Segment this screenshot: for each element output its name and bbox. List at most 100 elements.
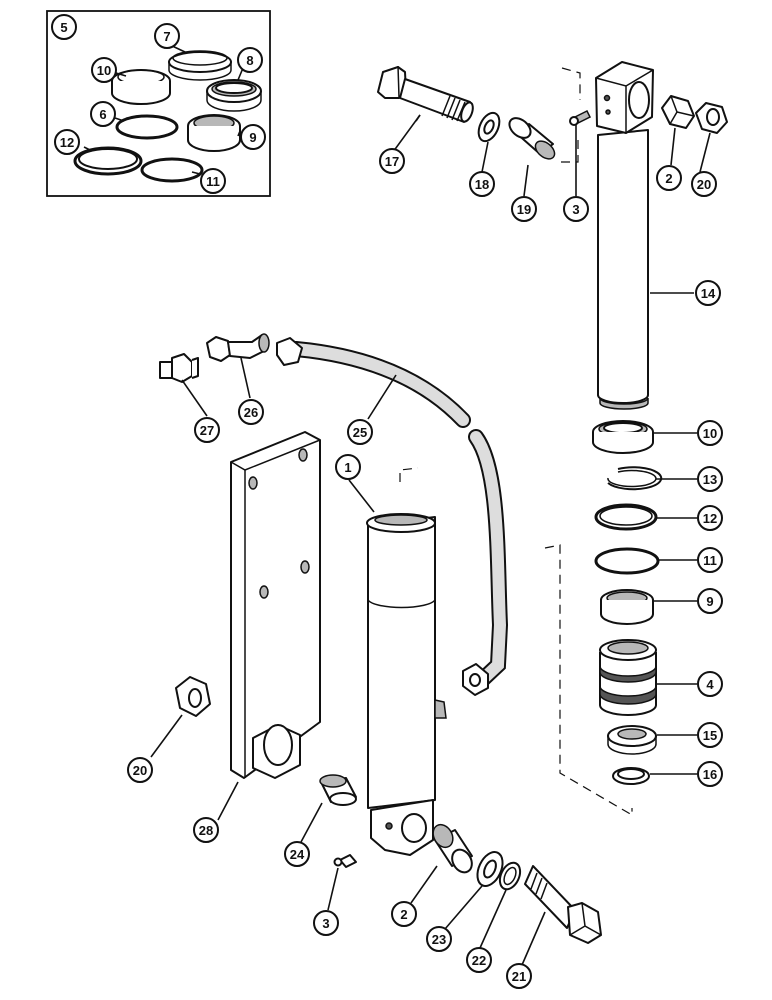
callout-11: 11 bbox=[697, 547, 723, 573]
callout-8: 8 bbox=[237, 47, 263, 73]
snap-ring-13 bbox=[607, 466, 663, 491]
svg-text:10: 10 bbox=[97, 63, 111, 78]
svg-text:20: 20 bbox=[133, 763, 147, 778]
callout-15: 15 bbox=[697, 722, 723, 748]
bushing-2-bottom bbox=[432, 823, 473, 874]
svg-text:2: 2 bbox=[400, 907, 407, 922]
washer-18 bbox=[477, 111, 501, 143]
bolt-17 bbox=[377, 65, 474, 123]
callout-2-bottom: 2 bbox=[391, 901, 417, 927]
washer-23 bbox=[476, 851, 504, 887]
callout-5: 5 bbox=[51, 14, 77, 40]
callout-12-inset: 12 bbox=[54, 129, 80, 155]
svg-text:26: 26 bbox=[244, 405, 258, 420]
callout-19: 19 bbox=[511, 196, 537, 222]
svg-text:3: 3 bbox=[572, 202, 579, 217]
callout-20-lower: 20 bbox=[127, 757, 153, 783]
svg-text:24: 24 bbox=[290, 847, 305, 862]
callout-9: 9 bbox=[697, 588, 723, 614]
svg-text:7: 7 bbox=[163, 29, 170, 44]
callout-9-inset: 9 bbox=[240, 124, 266, 150]
callout-28: 28 bbox=[193, 817, 219, 843]
svg-text:6: 6 bbox=[99, 107, 106, 122]
bushing-24 bbox=[319, 774, 357, 806]
svg-text:19: 19 bbox=[517, 202, 531, 217]
callout-6: 6 bbox=[90, 101, 116, 127]
adapter-27 bbox=[159, 353, 199, 383]
fitting-2-top bbox=[661, 95, 695, 129]
grease-fitting-3-top bbox=[569, 109, 592, 126]
callout-10: 10 bbox=[697, 420, 723, 446]
svg-text:18: 18 bbox=[475, 177, 489, 192]
piston-4 bbox=[599, 639, 657, 716]
callout-24: 24 bbox=[284, 841, 310, 867]
callout-7: 7 bbox=[154, 23, 180, 49]
callout-10-inset: 10 bbox=[91, 57, 117, 83]
assembly-line-top bbox=[560, 67, 581, 163]
callout-22: 22 bbox=[466, 947, 492, 973]
nut-20-lower bbox=[175, 676, 211, 717]
svg-text:12: 12 bbox=[703, 511, 717, 526]
bushing-19 bbox=[508, 117, 556, 160]
washer-15 bbox=[607, 725, 657, 755]
o-ring-12 bbox=[594, 503, 658, 531]
svg-text:12: 12 bbox=[60, 135, 74, 150]
svg-text:21: 21 bbox=[512, 969, 526, 984]
svg-text:2: 2 bbox=[665, 171, 672, 186]
callout-2-top: 2 bbox=[656, 165, 682, 191]
callout-18: 18 bbox=[469, 171, 495, 197]
hose-25 bbox=[276, 337, 509, 696]
gland-10 bbox=[592, 420, 654, 454]
svg-text:11: 11 bbox=[206, 174, 220, 189]
piston-rod-14 bbox=[595, 61, 654, 410]
svg-text:4: 4 bbox=[706, 677, 714, 692]
bolt-21 bbox=[524, 865, 602, 944]
assembly-line-main bbox=[399, 467, 633, 817]
callout-17: 17 bbox=[379, 148, 405, 174]
grease-fitting-3-bottom bbox=[333, 854, 357, 868]
svg-text:11: 11 bbox=[703, 553, 717, 568]
svg-text:9: 9 bbox=[706, 594, 713, 609]
svg-text:5: 5 bbox=[60, 20, 67, 35]
svg-text:3: 3 bbox=[322, 916, 329, 931]
callout-25: 25 bbox=[347, 419, 373, 445]
callout-11-inset: 11 bbox=[200, 168, 226, 194]
nut-16 bbox=[612, 767, 650, 785]
elbow-26 bbox=[206, 333, 270, 362]
cylinder-barrel-1 bbox=[366, 513, 447, 856]
svg-text:28: 28 bbox=[199, 823, 213, 838]
svg-text:14: 14 bbox=[701, 286, 716, 301]
callout-13: 13 bbox=[697, 466, 723, 492]
svg-text:9: 9 bbox=[249, 130, 256, 145]
svg-text:13: 13 bbox=[703, 472, 717, 487]
callout-20-top: 20 bbox=[691, 171, 717, 197]
nut-20-top bbox=[695, 102, 728, 134]
svg-text:10: 10 bbox=[703, 426, 717, 441]
svg-text:22: 22 bbox=[472, 953, 486, 968]
callout-27: 27 bbox=[194, 417, 220, 443]
callout-3-bottom: 3 bbox=[313, 910, 339, 936]
svg-text:16: 16 bbox=[703, 767, 717, 782]
mounting-plate-28 bbox=[230, 431, 321, 779]
svg-text:8: 8 bbox=[246, 53, 253, 68]
svg-text:15: 15 bbox=[703, 728, 717, 743]
callout-16: 16 bbox=[697, 761, 723, 787]
svg-text:1: 1 bbox=[344, 460, 351, 475]
ring-9 bbox=[600, 589, 654, 625]
leader-lines bbox=[83, 43, 711, 966]
callout-14: 14 bbox=[695, 280, 721, 306]
svg-text:27: 27 bbox=[200, 423, 214, 438]
svg-text:20: 20 bbox=[697, 177, 711, 192]
callout-4: 4 bbox=[697, 671, 723, 697]
o-ring-11 bbox=[594, 547, 660, 575]
callout-12: 12 bbox=[697, 505, 723, 531]
callout-3-top: 3 bbox=[563, 196, 589, 222]
svg-text:17: 17 bbox=[385, 154, 399, 169]
callout-1: 1 bbox=[335, 454, 361, 480]
callout-26: 26 bbox=[238, 399, 264, 425]
lock-washer-22 bbox=[498, 861, 522, 891]
callout-21: 21 bbox=[506, 963, 532, 989]
callout-23: 23 bbox=[426, 926, 452, 952]
svg-text:23: 23 bbox=[432, 932, 446, 947]
